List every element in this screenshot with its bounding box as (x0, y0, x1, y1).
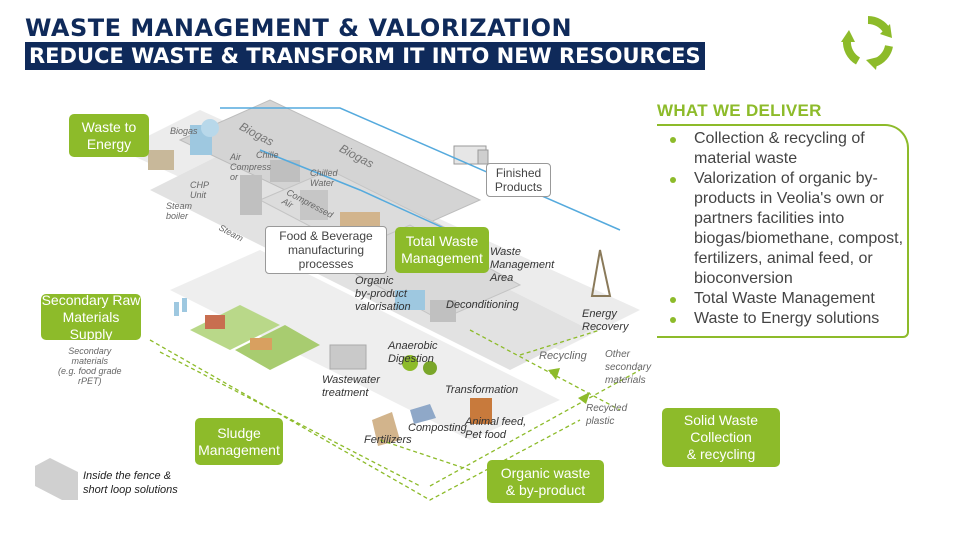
label-waste-management-area: Waste Management Area (490, 246, 555, 284)
label-secondary-materials-note: Secondary materials (e.g. food grade rPE… (58, 346, 122, 386)
deliver-item: Collection & recycling of material waste (667, 129, 912, 169)
deliver-item: Total Waste Management (667, 289, 912, 309)
label-transformation: Transformation (445, 384, 519, 396)
title-line-1: WASTE MANAGEMENT & VALORIZATION (25, 14, 573, 42)
box-waste-to-energy: Waste to Energy (69, 114, 149, 157)
label-biogas-left: Biogas (170, 126, 198, 136)
biogas-unit (148, 150, 174, 170)
deliver-frame (657, 124, 909, 338)
label-chiller: Chille (256, 150, 279, 160)
label-chilled-water: Chilled Water (310, 168, 338, 188)
box-secondary-raw-materials: Secondary Raw Materials Supply (41, 291, 141, 342)
box-solid-waste-collection: Solid Waste Collection & recycling (662, 408, 780, 467)
deliver-list: Collection & recycling of material waste… (667, 129, 912, 329)
label-chp-unit: CHP Unit (190, 180, 210, 200)
label-energy-recovery: Energy Recovery (582, 308, 629, 333)
label-steam-boiler: Steam boiler (166, 201, 193, 221)
deliver-title: WHAT WE DELIVER (657, 101, 822, 120)
label-animal-feed: Animal feed, Pet food (465, 416, 527, 441)
label-other-secondary-materials: Other secondary materials (605, 349, 652, 386)
label-organic-valorisation: Organic by-product valorisation (355, 275, 411, 313)
fertilizer-bags (372, 412, 400, 446)
callout-food-beverage: Food & Beverage manufacturing processes (265, 226, 387, 274)
label-wastewater-treatment: Wastewater treatment (322, 374, 380, 399)
title-line-2: REDUCE WASTE & TRANSFORM IT INTO NEW RES… (25, 42, 705, 70)
deliver-item: Waste to Energy solutions (667, 309, 912, 329)
legend-text: Inside the fence & short loop solutions (83, 470, 178, 496)
recycle-arrows-icon (841, 16, 893, 70)
pet-food-bag (470, 398, 492, 424)
label-anaerobic-digestion: Anaerobic Digestion (388, 340, 438, 365)
box-organic-waste: Organic waste & by-product (487, 460, 604, 503)
deliver-item: Valorization of organic by-products in V… (667, 169, 912, 289)
label-composting: Composting (408, 422, 467, 434)
label-recycling: Recycling (539, 350, 587, 362)
label-deconditioning: Deconditioning (446, 299, 519, 311)
factory-footprint-icon (35, 458, 78, 500)
box-total-waste-management: Total Waste Management (395, 227, 489, 273)
label-air-compressor: Air Compress or (230, 152, 272, 182)
callout-finished-products: Finished Products (486, 163, 551, 197)
pylon-icon (590, 249, 612, 297)
box-sludge-management: Sludge Management (195, 418, 283, 465)
label-recycled-plastic: Recycled plastic (586, 403, 628, 427)
label-fertilizers: Fertilizers (364, 434, 412, 446)
